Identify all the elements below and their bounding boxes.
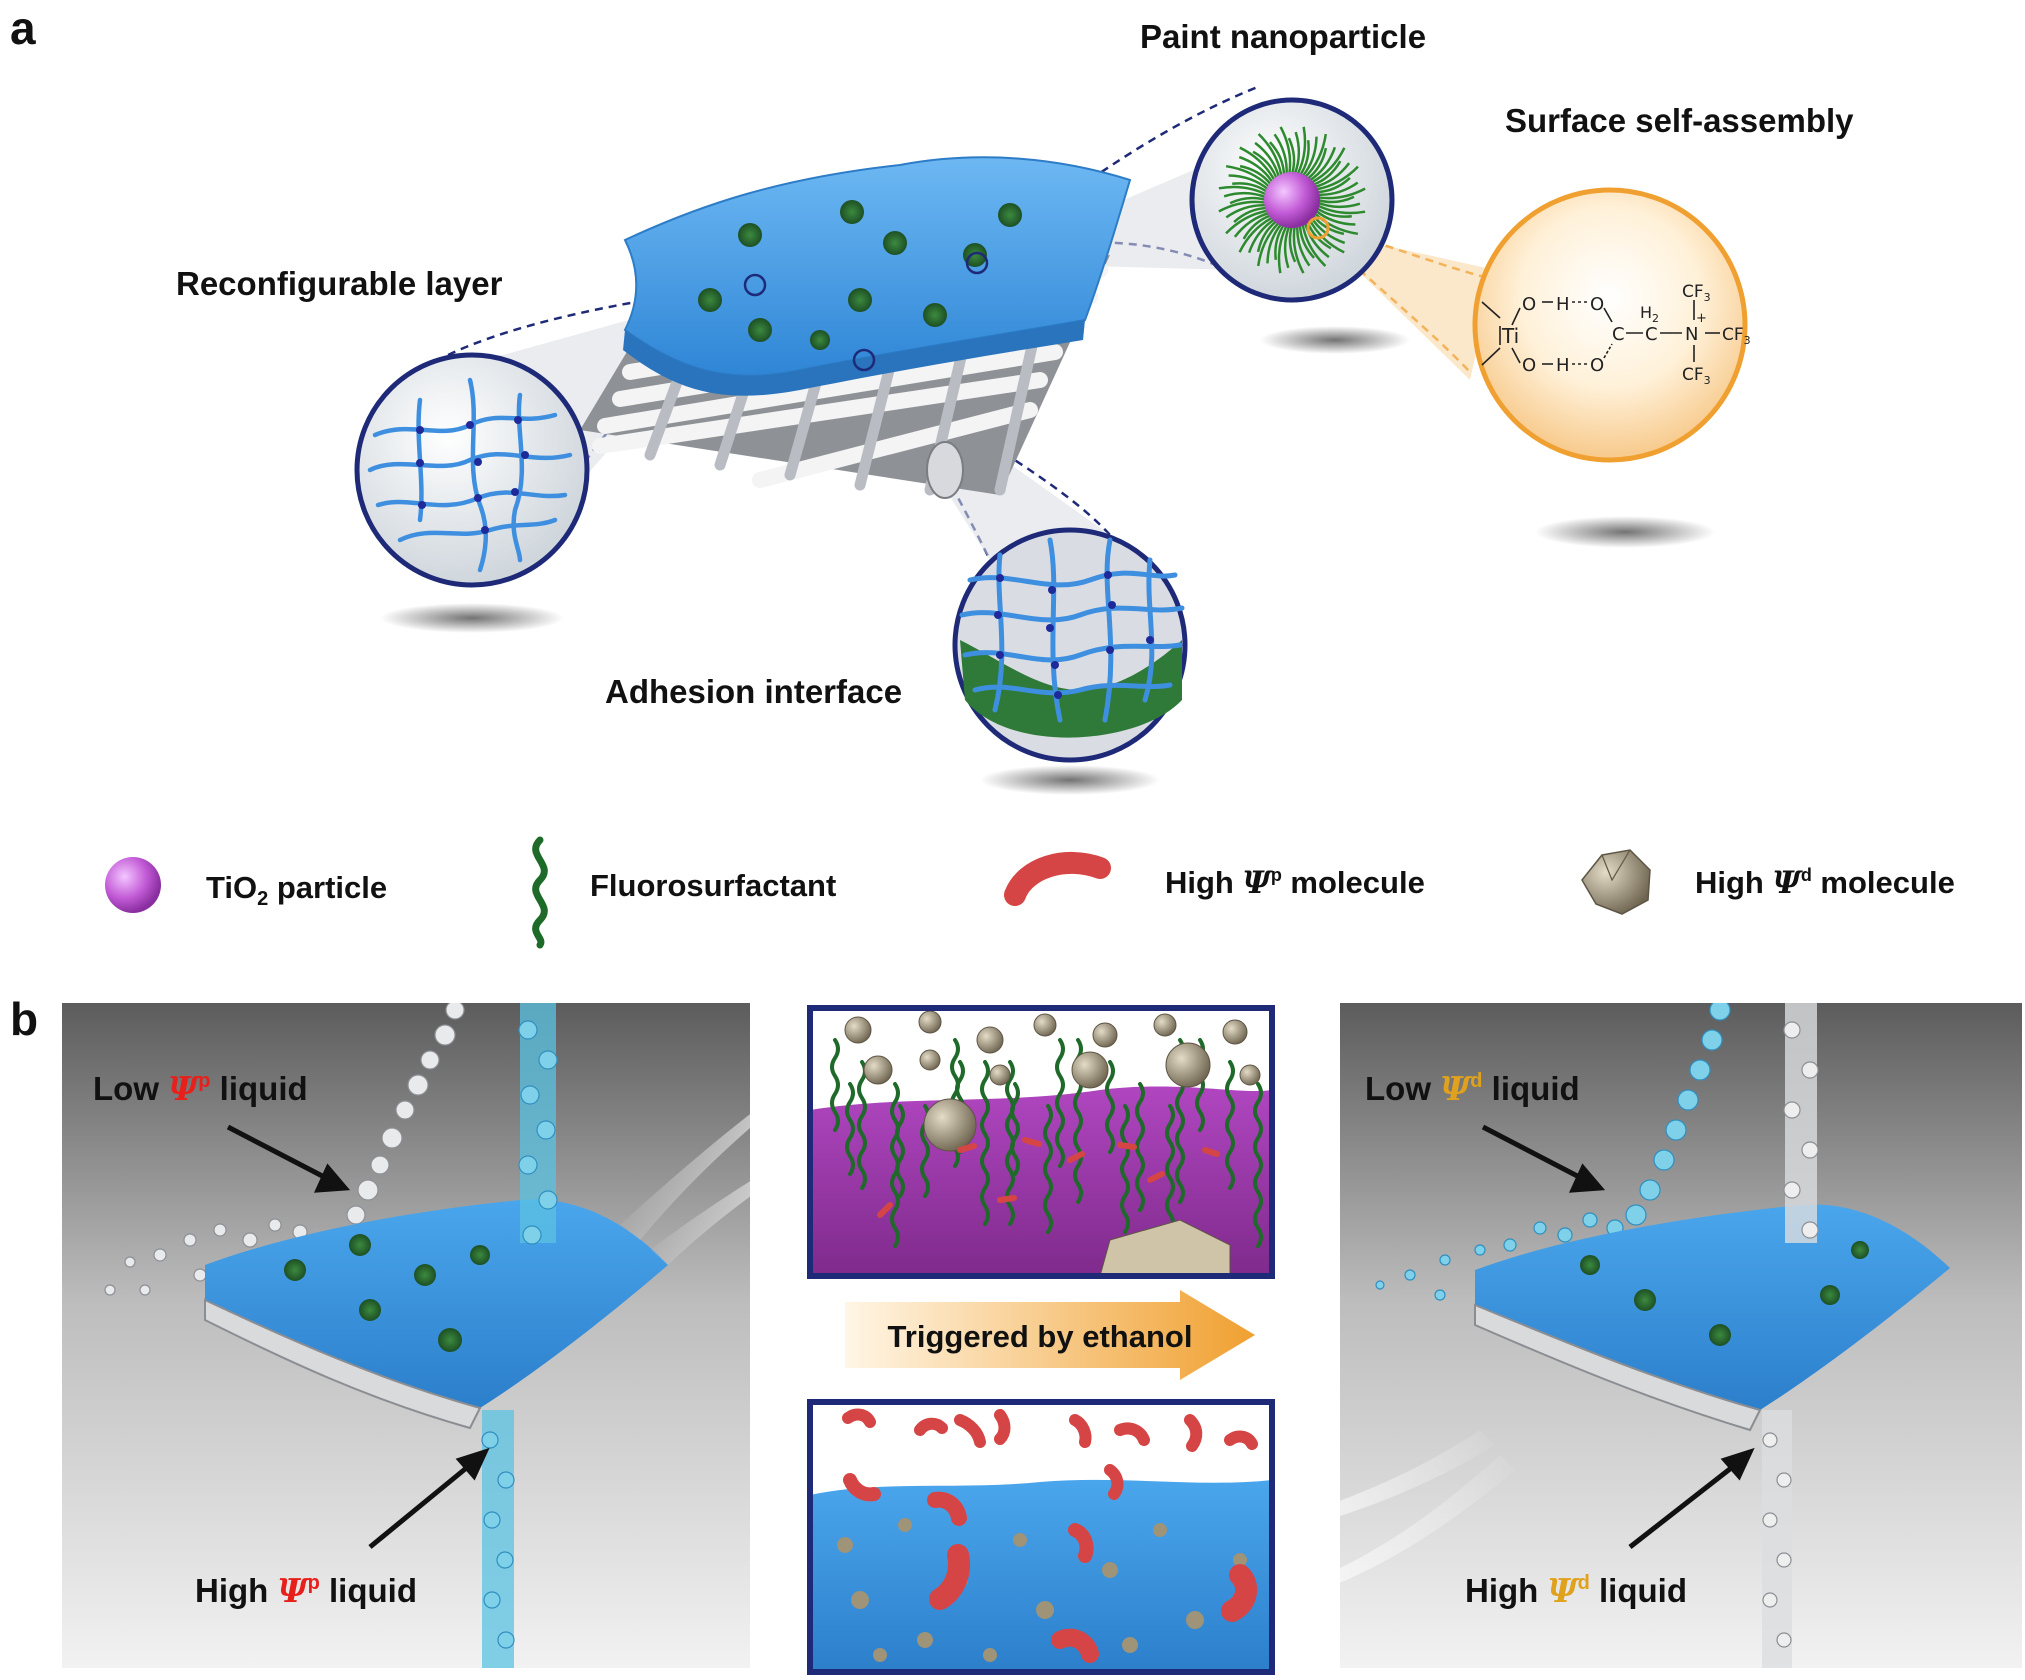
- chem-c2: C: [1645, 324, 1658, 345]
- label-surface-self-assembly: Surface self-assembly: [1505, 102, 1854, 139]
- trigger-label: Triggered by ethanol: [888, 1319, 1193, 1354]
- interface-zoom-circle: [955, 530, 1185, 760]
- assembly-shadow: [1535, 516, 1715, 548]
- panel-a-letter: a: [10, 2, 36, 54]
- chem-o3: O: [1590, 294, 1604, 315]
- legend-tio2-icon: [105, 857, 161, 913]
- chem-c1: C: [1612, 324, 1625, 345]
- top-inset: [810, 1008, 1272, 1276]
- chem-ti: Ti: [1501, 324, 1519, 348]
- nanoparticle-zoom-circle: [1192, 100, 1392, 300]
- label-reconfigurable-layer: Reconfigurable layer: [176, 265, 503, 302]
- chem-n: N: [1685, 324, 1698, 345]
- label-paint-nanoparticle: Paint nanoparticle: [1140, 18, 1426, 55]
- chem-o1: O: [1522, 294, 1536, 315]
- legend-high-psi-p-label: High Ψp molecule: [1165, 865, 1425, 901]
- legend-fluorosurfactant-label: Fluorosurfactant: [590, 868, 836, 903]
- trigger-arrow: Triggered by ethanol: [845, 1290, 1255, 1380]
- label-high-psi-p-liquid: High Ψp liquid: [195, 1571, 417, 1610]
- bottom-inset: [810, 1402, 1272, 1672]
- legend-fluorosurfactant-icon: [536, 840, 545, 945]
- chem-o4: O: [1590, 355, 1604, 376]
- layer-zoom-circle: [357, 355, 587, 585]
- legend-high-psi-p-icon: [1015, 863, 1100, 895]
- legend-high-psi-d-label: High Ψd molecule: [1695, 865, 1955, 901]
- legend-high-psi-d-icon: [1582, 850, 1650, 914]
- layer-shadow: [380, 603, 564, 633]
- nanoparticle-shadow: [1260, 326, 1410, 354]
- chem-h1: H: [1556, 294, 1570, 315]
- interface-shadow: [980, 765, 1160, 795]
- assembly-zoom-circle: Ti O O H H O O C C H2 N + CF3 CF3 CF3: [1475, 190, 1751, 460]
- chem-h2: H: [1556, 355, 1570, 376]
- label-adhesion-interface: Adhesion interface: [605, 673, 902, 710]
- chem-o2: O: [1522, 355, 1536, 376]
- label-high-psi-d-liquid: High Ψd liquid: [1465, 1571, 1687, 1610]
- chem-plus: +: [1696, 311, 1707, 326]
- panel-b-letter: b: [10, 993, 38, 1045]
- legend: TiO2 particle Fluorosurfactant High Ψp m…: [105, 840, 1955, 945]
- legend-tio2-label: TiO2 particle: [206, 870, 387, 910]
